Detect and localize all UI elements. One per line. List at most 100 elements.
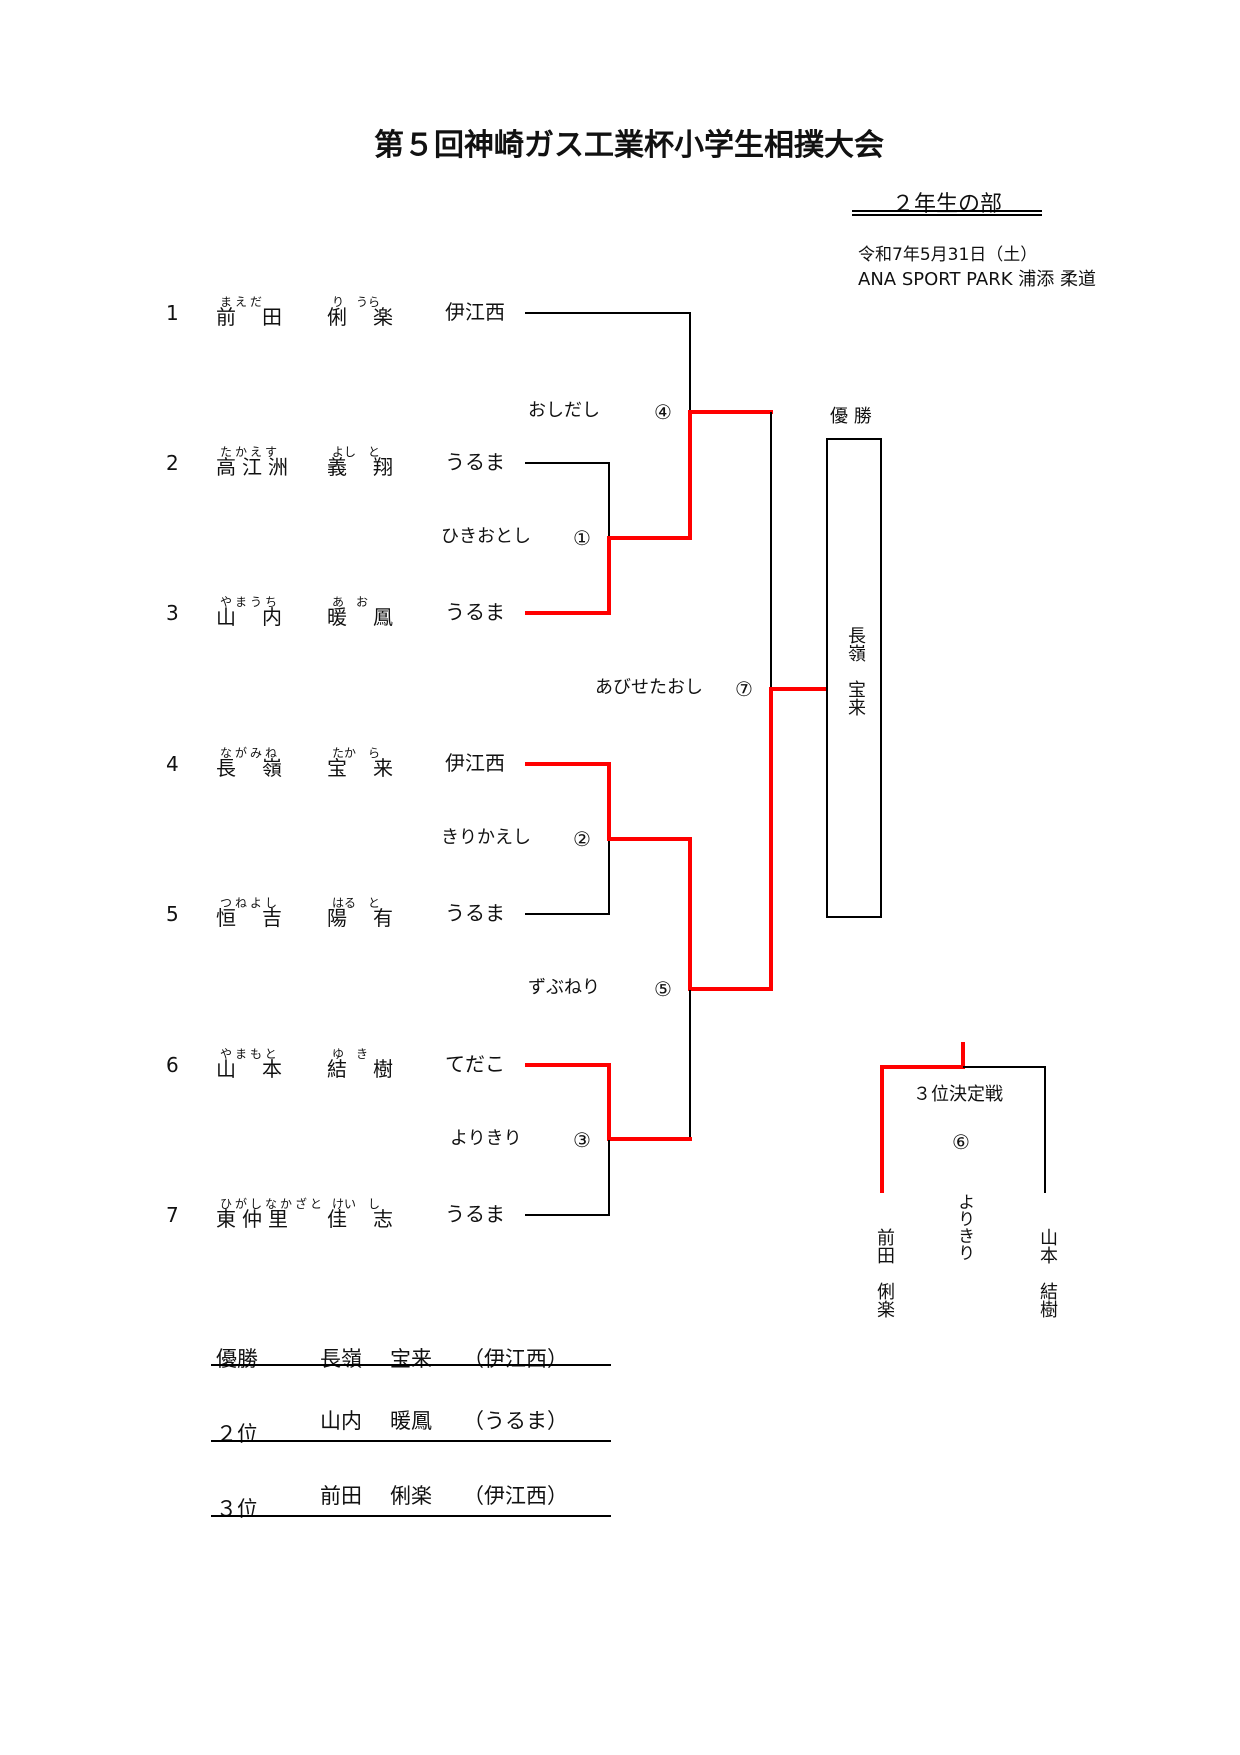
winner-line [880, 1065, 965, 1069]
result-rank: 優勝 [216, 1347, 258, 1371]
club-name: 伊江西 [445, 300, 505, 324]
given-name: 陽有 [327, 906, 419, 930]
match-number: ⑥ [952, 1130, 970, 1154]
family-furigana: ながみね [220, 746, 281, 760]
family-furigana: まえだ [220, 295, 266, 309]
club-name: うるま [445, 450, 505, 474]
bracket-line [525, 1214, 610, 1216]
result-club: （伊江西） [463, 1484, 568, 1508]
winner-line [961, 1042, 965, 1069]
result-given: 俐楽 [390, 1484, 432, 1508]
third-place-left-name: 前田 俐楽 [874, 1228, 895, 1318]
champion-box: 長嶺 宝来 [826, 438, 882, 918]
result-given: 暖鳳 [390, 1409, 432, 1433]
bracket-line [525, 462, 610, 464]
winner-line [769, 687, 773, 991]
bracket-line [608, 462, 610, 538]
family-name: 前田 [216, 305, 308, 329]
family-name: 恒吉 [216, 906, 308, 930]
winner-line [525, 611, 611, 615]
bracket-line [963, 1066, 1046, 1068]
third-place-label: ３位決定戦 [913, 1084, 1003, 1105]
kimarite-label: きりかえし [441, 827, 531, 848]
club-name: うるま [445, 901, 505, 925]
family-furigana: やまもと [220, 1047, 280, 1061]
given-name: 宝来 [327, 756, 419, 780]
entry-number: 6 [166, 1053, 179, 1077]
winner-line [607, 1063, 611, 1141]
event-venue: ANA SPORT PARK 浦添 柔道 [858, 269, 1096, 290]
winner-line [688, 410, 773, 414]
entry-number: 3 [166, 601, 179, 625]
entry-number: 4 [166, 752, 179, 776]
winner-line [525, 1063, 611, 1067]
club-name: うるま [445, 600, 505, 624]
bracket-line [608, 839, 610, 915]
bracket-line [525, 913, 610, 915]
given-name: 暖鳳 [327, 605, 419, 629]
family-name: 長嶺 [216, 756, 308, 780]
winner-line [688, 410, 692, 540]
bracket-line [689, 312, 691, 412]
family-name: 山内 [216, 605, 308, 629]
division-title: ２年生の部 [891, 192, 1002, 217]
winner-line [607, 536, 692, 540]
champion-name: 長嶺 宝来 [845, 626, 866, 716]
champion-label: 優 勝 [830, 406, 872, 427]
given-furigana: よし と [332, 445, 381, 459]
winner-line [688, 987, 773, 991]
bracket-line [608, 1140, 610, 1216]
given-name: 俐楽 [327, 305, 419, 329]
family-furigana: やまうち [220, 595, 281, 609]
bracket-line [1044, 1066, 1046, 1193]
family-furigana: たかえす [220, 445, 281, 459]
kimarite-label: よりきり [450, 1128, 522, 1149]
family-furigana: つねよし [220, 896, 281, 910]
result-underline [211, 1515, 611, 1517]
event-date: 令和7年5月31日（土） [858, 245, 1038, 265]
kimarite-label: ひきおとし [441, 526, 531, 547]
club-name: うるま [445, 1202, 505, 1226]
third-place-kimarite: よりきり [954, 1193, 974, 1261]
kimarite-label: あびせたおし [595, 677, 703, 698]
kimarite-label: ずぶねり [528, 977, 600, 998]
match-number: ① [573, 526, 591, 550]
entry-number: 2 [166, 451, 179, 475]
result-family: 前田 [320, 1484, 362, 1508]
match-number: ③ [573, 1128, 591, 1152]
result-club: （うるま） [463, 1409, 568, 1433]
family-name: 東仲里 [216, 1207, 294, 1231]
result-given: 宝来 [390, 1347, 432, 1371]
result-family: 長嶺 [320, 1347, 362, 1371]
kimarite-label: おしだし [528, 400, 600, 421]
club-name: てだこ [445, 1052, 505, 1076]
family-name: 高江洲 [216, 455, 294, 479]
result-rank: ２位 [216, 1422, 258, 1446]
match-number: ② [573, 827, 591, 851]
given-name: 佳志 [327, 1207, 419, 1231]
given-name: 結樹 [327, 1057, 419, 1081]
winner-line [607, 762, 611, 841]
bracket-line [770, 412, 772, 690]
family-name: 山本 [216, 1057, 308, 1081]
given-furigana: たか ら [332, 746, 381, 760]
given-furigana: り うら [332, 295, 381, 309]
given-furigana: ゆ き [332, 1047, 369, 1061]
result-rank: ３位 [216, 1497, 258, 1521]
given-furigana: はる と [332, 896, 381, 910]
match-number: ⑤ [654, 977, 672, 1001]
bracket-line [525, 312, 691, 314]
division-underline [852, 210, 1042, 212]
winner-line [880, 1065, 884, 1193]
match-number: ④ [654, 400, 672, 424]
division-underline-2 [852, 214, 1042, 216]
winner-line [769, 687, 826, 691]
winner-line [607, 536, 611, 615]
entry-number: 5 [166, 902, 179, 926]
match-number: ⑦ [735, 677, 753, 701]
result-underline [211, 1364, 611, 1366]
family-furigana: ひがしなかざと [220, 1197, 326, 1211]
result-family: 山内 [320, 1409, 362, 1433]
entry-number: 1 [166, 301, 179, 325]
